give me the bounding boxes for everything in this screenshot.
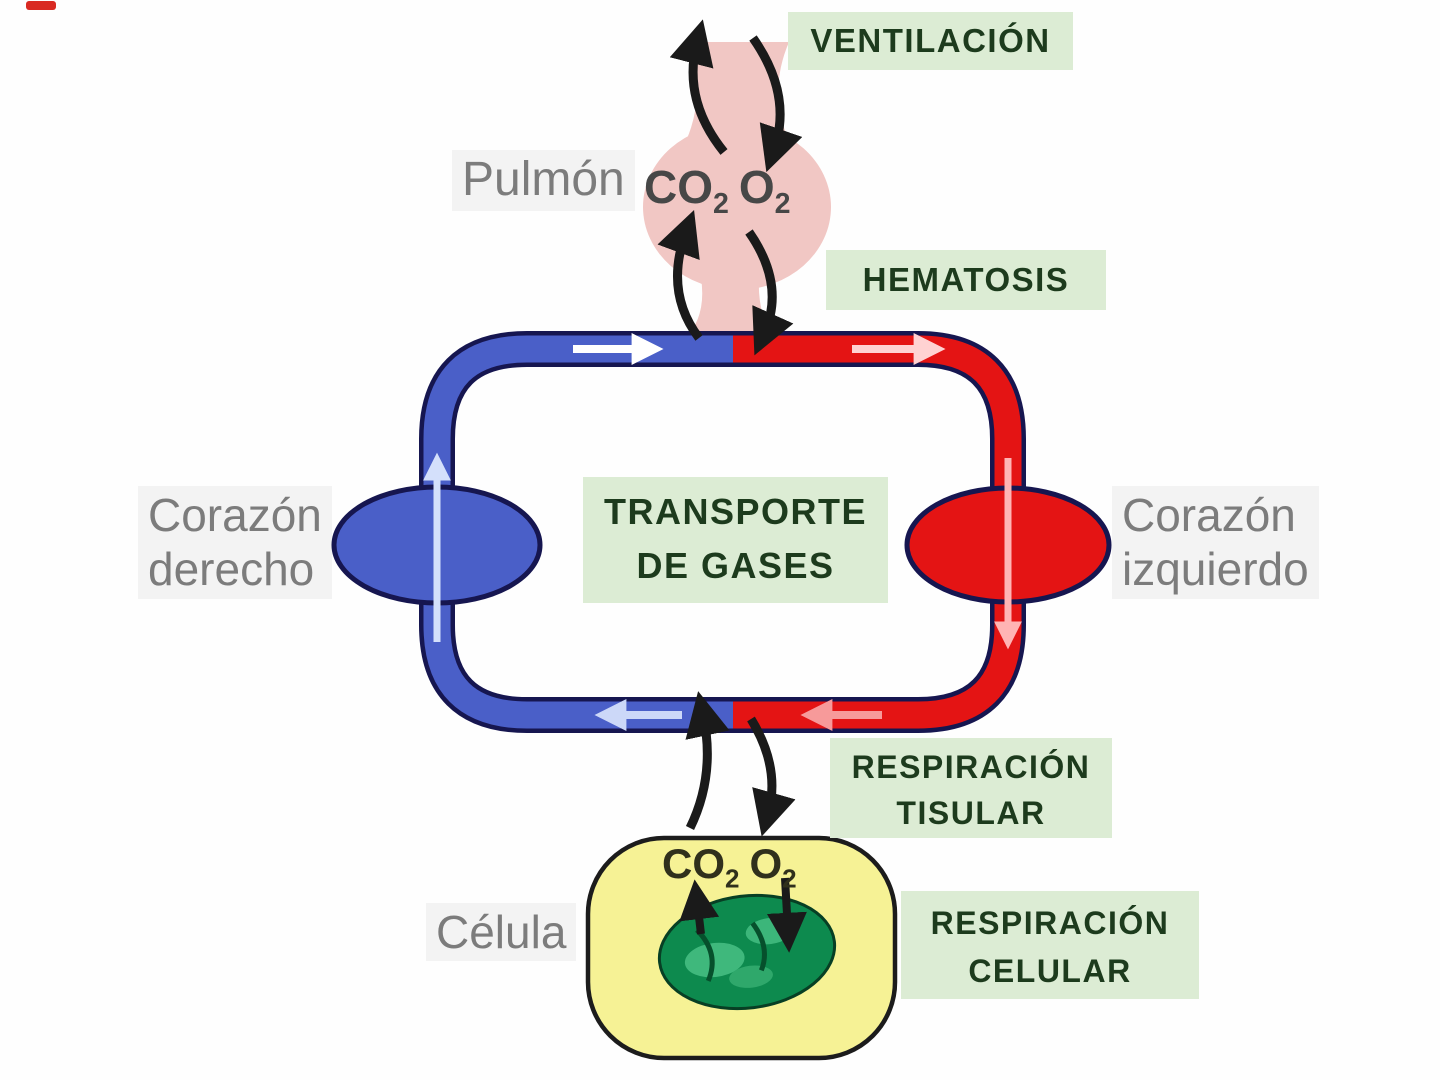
- lung-label: Pulmón: [452, 150, 635, 211]
- tissue-respiration-line2: TISULAR: [896, 795, 1046, 831]
- tissue-respiration-line1: RESPIRACIÓN: [851, 749, 1091, 785]
- cell-co2-arrow: [679, 879, 720, 935]
- lung-co2: CO2: [644, 161, 729, 221]
- lung-o2: O2: [738, 161, 791, 221]
- right-heart-line1: Corazón: [148, 489, 322, 541]
- tissue-respiration-label: RESPIRACIÓN TISULAR: [830, 738, 1112, 838]
- tissue-co2-arrow: [685, 691, 730, 830]
- ventilation-in-arrow: [749, 35, 803, 173]
- left-heart-line2: izquierdo: [1122, 543, 1309, 596]
- ventilation-label: VENTILACIÓN: [788, 12, 1073, 70]
- tissue-o2-arrow: [747, 716, 796, 837]
- hematosis-o2-arrow: [745, 229, 794, 356]
- cell-o2: O2: [749, 840, 797, 894]
- left-heart-label: Corazón izquierdo: [1112, 486, 1319, 599]
- scan-artifact: [26, 1, 56, 10]
- cell-co2: CO2: [662, 840, 740, 894]
- cell-o2-arrow: [766, 877, 807, 953]
- ventilation-out-arrow: [669, 19, 728, 155]
- cellular-respiration-line2: CELULAR: [968, 953, 1132, 989]
- right-heart-line2: derecho: [148, 543, 315, 596]
- gas-transport-line1: TRANSPORTE: [603, 491, 867, 532]
- hematosis-label: HEMATOSIS: [826, 250, 1106, 310]
- cellular-respiration-line1: RESPIRACIÓN: [930, 905, 1170, 941]
- gas-transport-line2: DE GASES: [636, 545, 835, 586]
- cell-label: Célula: [426, 903, 577, 962]
- left-heart-line1: Corazón: [1122, 489, 1296, 541]
- circulation-loop: [419, 331, 1026, 733]
- cellular-respiration-label: RESPIRACIÓN CELULAR: [901, 891, 1199, 999]
- venous-segment: [423, 335, 733, 729]
- arterial-segment: [733, 335, 1022, 729]
- hematosis-co2-arrow: [657, 210, 703, 341]
- right-heart-label: Corazón derecho: [138, 486, 332, 599]
- gas-transport-label: TRANSPORTE DE GASES: [583, 477, 888, 603]
